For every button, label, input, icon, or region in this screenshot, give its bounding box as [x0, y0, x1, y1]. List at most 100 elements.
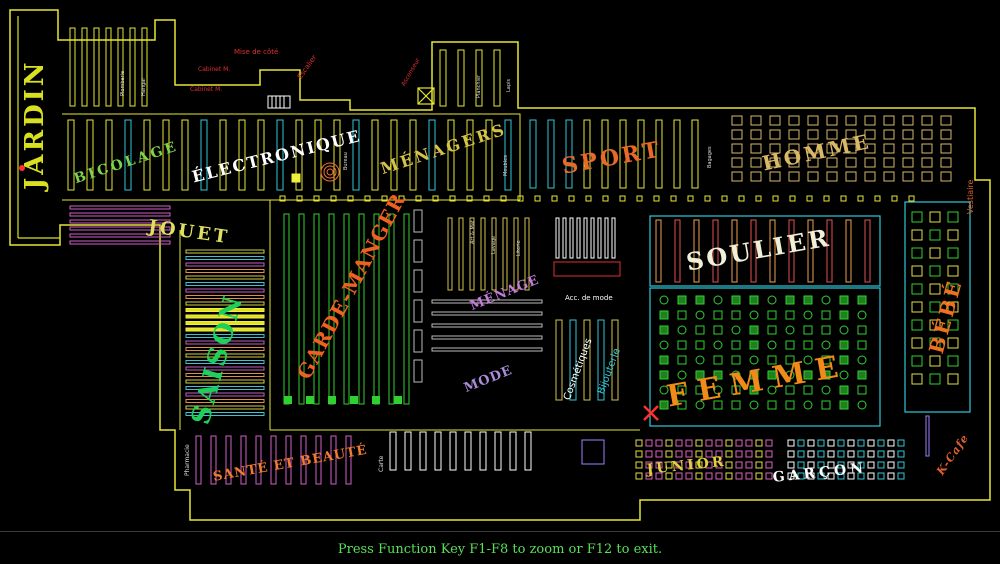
shelf-top [493, 49, 501, 107]
kcafe-counter [925, 415, 930, 457]
homme-rack [864, 143, 876, 154]
sante-shelf [255, 435, 262, 485]
jouet-shelf [69, 212, 171, 217]
saison-shelf [185, 366, 265, 371]
homme-rack [807, 157, 819, 168]
saison-shelf [185, 334, 265, 338]
bebe-rack [911, 319, 923, 331]
soulier-shelf [769, 219, 776, 283]
saison-shelf [185, 275, 265, 280]
femme-round-rack [857, 355, 867, 365]
junior-rack [695, 439, 703, 447]
femme-square-rack [731, 385, 741, 395]
femme-round-rack [731, 370, 741, 380]
garcon-rack [807, 439, 815, 447]
femme-square-rack [713, 400, 723, 410]
garcon-rack [887, 450, 895, 458]
garcon-rack [837, 450, 845, 458]
homme-rack [921, 157, 933, 168]
bebe-rack [947, 319, 959, 331]
femme-round-rack [749, 310, 759, 320]
femme-square-rack [713, 325, 723, 335]
femme-square-rack [677, 385, 687, 395]
femme-round-rack [695, 355, 705, 365]
homme-rack [788, 129, 800, 140]
saison-shelf [185, 321, 265, 325]
sante-shelf [330, 435, 337, 485]
saison-shelf [185, 379, 265, 384]
shelf-top [439, 49, 447, 107]
inner-wall [62, 113, 521, 201]
junior-rack [635, 450, 643, 458]
sante-shelf [285, 435, 292, 485]
sante-shelf [345, 435, 352, 485]
garcon-rack [837, 461, 845, 469]
mode-shelf [431, 347, 543, 352]
junior-rack [635, 439, 643, 447]
junior-rack [765, 461, 773, 469]
checkout-lane [404, 431, 412, 471]
homme-rack [902, 157, 914, 168]
electronique-display [291, 173, 301, 183]
homme-rack [921, 143, 933, 154]
menage-shelf [491, 217, 497, 291]
garcon-rack [857, 461, 865, 469]
sport-shelf [673, 119, 681, 189]
soulier-shelf [693, 219, 700, 283]
bebe-rack [929, 355, 941, 367]
junior-rack [765, 472, 773, 480]
garden-wall [17, 16, 60, 239]
saison-shelf [185, 256, 265, 260]
garcon-rack [887, 439, 895, 447]
junior-rack [725, 461, 733, 469]
saison-shelf [185, 249, 265, 254]
cosmetics-shelf [611, 319, 619, 401]
column-post [823, 195, 830, 202]
column-post [721, 195, 728, 202]
saison-shelf [185, 288, 265, 293]
aisle-shelf [86, 119, 94, 191]
femme-square-rack [659, 310, 669, 320]
garde-manger-endcap [350, 396, 358, 404]
aisle-shelf [466, 119, 474, 191]
bebe-rack [911, 355, 923, 367]
dept-label-jardin[interactable]: JARDIN [20, 59, 50, 190]
bebe-rack [947, 265, 959, 277]
menage-shelf [524, 217, 530, 291]
garcon-rack [887, 472, 895, 480]
mode-shelf [431, 299, 543, 304]
junior-rack [645, 472, 653, 480]
aisle-shelf [276, 119, 284, 191]
label-lavage: Lavage [491, 235, 497, 254]
homme-rack [731, 115, 743, 126]
sport-shelf [529, 119, 537, 189]
sport-shelf [655, 119, 663, 189]
homme-rack [750, 157, 762, 168]
junior-rack [695, 472, 703, 480]
femme-round-rack [857, 400, 867, 410]
label-meubles: Meubles [503, 155, 509, 176]
sport-shelf [619, 119, 627, 189]
aisle-shelf [143, 119, 151, 191]
femme-square-rack [839, 385, 849, 395]
column-post [330, 195, 337, 202]
column-post [415, 195, 422, 202]
bebe-rack [911, 337, 923, 349]
garcon-rack [897, 450, 905, 458]
femme-square-rack [677, 340, 687, 350]
homme-rack [769, 143, 781, 154]
femme-square-rack [749, 385, 759, 395]
column-post [466, 195, 473, 202]
femme-square-rack [713, 355, 723, 365]
homme-rack [940, 129, 952, 140]
homme-rack [826, 115, 838, 126]
junior-rack [655, 472, 663, 480]
column-post [449, 195, 456, 202]
bebe-rack [947, 283, 959, 295]
homme-rack [731, 157, 743, 168]
bebe-rack [929, 283, 941, 295]
jouet-shelf [69, 240, 171, 245]
homme-rack [807, 143, 819, 154]
femme-square-rack [713, 370, 723, 380]
sante-shelf [195, 435, 202, 485]
